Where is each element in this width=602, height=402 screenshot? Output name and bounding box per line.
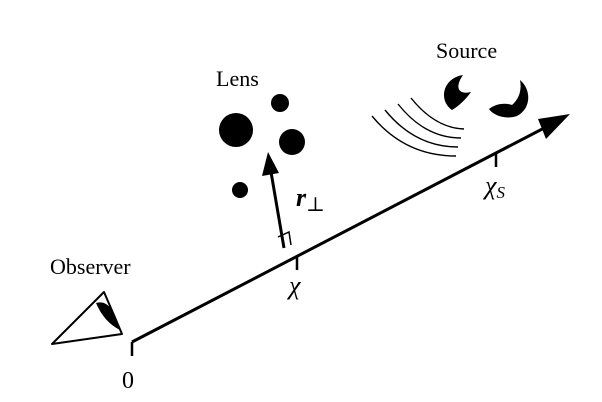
wave-3 [397,103,462,139]
lens-mass-icons [219,94,305,198]
lens-label: Lens [216,66,259,91]
axis-arrowhead [538,114,570,139]
chi-s-subscript: S [496,183,505,202]
observer-label: Observer [50,254,131,279]
chi-label: χ [286,271,301,300]
r-subscript: ⊥ [306,194,325,216]
r-perp-label: r⊥ [296,183,325,216]
line-of-sight-axis [131,114,570,344]
source-galaxy-icon [444,75,529,118]
observer-eye-icon [51,291,123,345]
emission-waves [371,97,465,157]
wave-2 [384,109,459,148]
chi-s-main: χ [482,171,497,200]
lens-blob-medium [279,129,305,155]
wave-1 [371,115,457,157]
origin-label: 0 [122,368,134,394]
r-main: r [296,183,307,212]
lens-blob-small-top [271,94,289,112]
source-label: Source [436,38,497,63]
r-perp-vector [262,152,292,249]
wave-4 [410,97,465,130]
right-angle-marker [277,230,292,246]
lens-blob-small-bottom [232,182,248,198]
chi-s-label: χS [482,171,505,202]
lens-blob-large [219,113,253,147]
